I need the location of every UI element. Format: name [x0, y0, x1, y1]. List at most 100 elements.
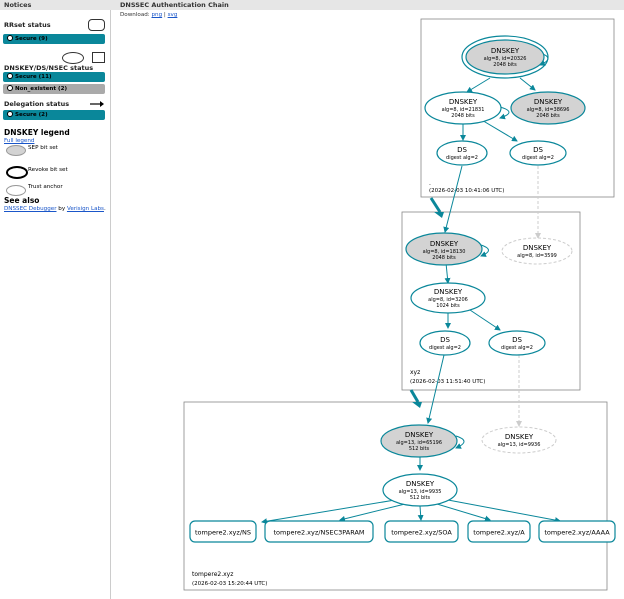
sep-legend-swatch — [6, 145, 26, 156]
legend-revoke-label: Revoke bit set — [28, 167, 68, 173]
node-detail: 512 bits — [410, 495, 431, 501]
node-detail: digest alg=2 — [522, 155, 554, 161]
root-zsk-node[interactable]: DNSKEY alg=8, id=21831 2048 bits — [424, 91, 502, 125]
edge — [479, 118, 518, 142]
see-also-by: by — [58, 206, 66, 212]
xyz-zone-timestamp: (2026-02-03 11:51:40 UTC) — [410, 379, 485, 385]
node-detail: 2048 bits — [451, 113, 475, 119]
edge — [436, 503, 491, 522]
see-also-title: See also — [4, 196, 40, 205]
rrset-a-node[interactable]: tompere2.xyz/A — [467, 520, 531, 543]
node-detail: digest alg=2 — [501, 345, 533, 351]
rrset-secure-badge: Secure (9) — [3, 34, 105, 44]
rrset-soa-node[interactable]: tompere2.xyz/SOA — [384, 520, 459, 543]
xyz-zsk-node[interactable]: DNSKEY alg=8, id=3206 1024 bits — [410, 282, 486, 314]
root-zone-box — [420, 18, 615, 198]
see-also-line: DNSSEC Debugger by Verisign Labs. — [4, 206, 106, 212]
node-detail: alg=8, id=3206 — [428, 297, 468, 303]
dnskey-secure-badge: Secure (11) — [3, 72, 105, 82]
rrset-shape-icon — [88, 19, 105, 31]
rrset-label: tompere2.xyz/NS — [195, 529, 251, 537]
edge — [447, 499, 561, 524]
xyz-ds-node-1[interactable]: DS digest alg=2 — [419, 330, 471, 356]
node-detail: digest alg=2 — [446, 155, 478, 161]
download-label: Download: — [120, 12, 150, 18]
download-png-link[interactable]: png — [151, 12, 163, 18]
root-ksk2-node[interactable]: DNSKEY alg=8, id=38696 2048 bits — [510, 91, 586, 125]
node-detail: 2048 bits — [432, 255, 456, 261]
node-detail: alg=8, id=3599 — [517, 253, 557, 259]
node-detail: alg=13, id=9936 — [498, 442, 541, 448]
node-title: DNSKEY — [434, 288, 463, 296]
node-detail: digest alg=2 — [429, 345, 461, 351]
node-title: DS — [457, 146, 467, 154]
node-title: DNSKEY — [491, 47, 520, 55]
delegation-arrow — [429, 197, 442, 213]
node-title: DS — [440, 336, 450, 344]
arrow-icon — [90, 101, 104, 107]
dnssec-debugger-link[interactable]: DNSSEC Debugger — [4, 206, 57, 212]
node-title: DNSKEY — [405, 431, 434, 439]
xyz-zone-box — [401, 211, 581, 391]
root-zone-timestamp: (2026-02-03 10:41:06 UTC) — [429, 188, 504, 194]
node-detail: alg=8, id=21831 — [442, 107, 485, 113]
xyz-ksk-node[interactable]: DNSKEY alg=8, id=18130 2048 bits — [405, 232, 483, 266]
node-detail: 1024 bits — [436, 303, 460, 309]
rrset-aaaa-node[interactable]: tompere2.xyz/AAAA — [538, 520, 616, 543]
node-detail: alg=13, id=65196 — [396, 440, 442, 446]
rrset-ns-node[interactable]: tompere2.xyz/NS — [189, 520, 257, 543]
status-dot-icon — [7, 110, 13, 117]
top-bar: Notices DNSSEC Authentication Chain — [0, 0, 624, 10]
edge — [339, 503, 406, 522]
legend-sep-label: SEP bit set — [28, 145, 58, 151]
delegation-status-title: Delegation status — [4, 100, 70, 108]
rrset-nsec3param-node[interactable]: tompere2.xyz/NSEC3PARAM — [264, 520, 374, 543]
root-zone-label: . — [429, 180, 431, 187]
delegation-arrow-head — [434, 212, 444, 218]
see-also-end: . — [103, 206, 106, 212]
root-ds-node-1[interactable]: DS digest alg=2 — [436, 140, 488, 166]
root-ksk-node[interactable]: DNSKEY alg=8, id=20326 2048 bits — [461, 35, 549, 79]
full-legend-link[interactable]: Full legend — [4, 138, 35, 144]
node-title: DS — [512, 336, 522, 344]
download-sep: | — [163, 12, 166, 18]
xyz-ds-node-2[interactable]: DS digest alg=2 — [488, 330, 546, 356]
verisign-labs-link[interactable]: Verisign Labs — [66, 206, 104, 212]
edge — [443, 165, 463, 233]
tompere-zone-timestamp: (2026-02-03 15:20:44 UTC) — [192, 581, 267, 587]
self-edge — [455, 435, 465, 449]
notices-title: Notices — [4, 1, 32, 9]
rrset-status-title: RRset status — [4, 21, 51, 29]
rrset-label: tompere2.xyz/SOA — [391, 529, 452, 537]
tompere-zsk-node[interactable]: DNSKEY alg=13, id=9935 512 bits — [382, 473, 458, 507]
dnskey-status-title: DNSKEY/DS/NSEC status — [4, 64, 94, 72]
rrset-label: tompere2.xyz/NSEC3PARAM — [273, 529, 364, 537]
tompere-ksk-node[interactable]: DNSKEY alg=13, id=65196 512 bits — [380, 424, 458, 458]
xyz-missing-dnskey-node[interactable]: DNSKEY alg=8, id=3599 — [501, 237, 573, 265]
edge — [466, 77, 491, 93]
edge — [519, 77, 536, 91]
ds-shape-icon — [92, 52, 105, 63]
edge — [417, 505, 424, 521]
root-ds-node-2[interactable]: DS digest alg=2 — [509, 140, 567, 166]
download-svg-link[interactable]: svg — [167, 12, 178, 18]
rrset-label: tompere2.xyz/A — [473, 529, 525, 537]
download-links: Download: png | svg — [120, 12, 177, 18]
page-title: DNSSEC Authentication Chain — [120, 1, 229, 9]
delegation-arrow-head — [412, 402, 422, 408]
revoke-legend-swatch — [6, 166, 28, 179]
tompere-missing-dnskey-node[interactable]: DNSKEY alg=13, id=9936 — [481, 426, 557, 454]
node-title: DS — [533, 146, 543, 154]
legend-trust-label: Trust anchor — [28, 184, 63, 190]
delegation-arrow — [409, 389, 420, 403]
tompere-zone-label: tompere2.xyz — [192, 571, 233, 578]
node-title: DNSKEY — [523, 244, 552, 252]
node-title: DNSKEY — [406, 480, 435, 488]
node-title: DNSKEY — [449, 98, 478, 106]
status-dot-icon — [7, 34, 13, 41]
self-edge — [499, 106, 510, 120]
xyz-zone-label: xyz — [410, 369, 420, 376]
node-detail: alg=13, id=9935 — [399, 489, 442, 495]
node-detail: alg=8, id=20326 — [484, 56, 527, 62]
self-edge — [539, 52, 549, 66]
